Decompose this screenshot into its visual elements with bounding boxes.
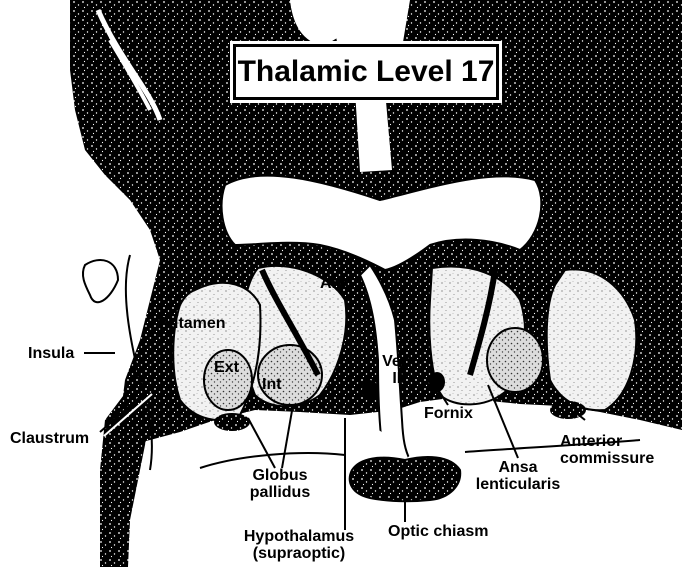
page-title: Thalamic Level 17 (238, 55, 495, 89)
label-fornix: Fornix (424, 405, 473, 422)
label-int: Int (262, 376, 282, 393)
label-ansa-line2: lenticularis (466, 476, 570, 493)
right-globus (487, 328, 543, 392)
label-globus-line2: pallidus (230, 484, 330, 501)
label-hypothalamus-line1: Hypothalamus (234, 528, 364, 545)
label-ansa-line1: Ansa (466, 459, 570, 476)
label-putamen: Putamen (158, 315, 226, 332)
left-bump (83, 260, 118, 302)
label-ext: Ext (214, 359, 239, 376)
label-optic-chiasm: Optic chiasm (388, 523, 488, 540)
label-anterior-commissure: Anterior commissure (560, 433, 654, 467)
label-insula: Insula (28, 345, 74, 362)
label-vent-line2: III (376, 370, 422, 387)
left-anterior-commissure (214, 413, 250, 431)
label-hypothalamus-line2: (supraoptic) (234, 545, 364, 562)
label-hypothalamus: Hypothalamus (supraoptic) (234, 528, 364, 562)
label-ant: Ant (320, 275, 347, 292)
label-globus-pallidus: Globus pallidus (230, 467, 330, 501)
label-claustrum: Claustrum (10, 430, 89, 447)
left-globus-int (258, 345, 322, 405)
label-ansa-lenticularis: Ansa lenticularis (466, 459, 570, 493)
label-vent-iii: Vent III (376, 353, 422, 387)
label-anterior-line1: Anterior (560, 433, 654, 450)
label-anterior-line2: commissure (560, 450, 654, 467)
label-vent-line1: Vent (376, 353, 422, 370)
optic-chiasm (350, 457, 460, 501)
insula-strip (100, 380, 150, 567)
label-globus-line1: Globus (230, 467, 330, 484)
title-box: Thalamic Level 17 (233, 44, 499, 100)
